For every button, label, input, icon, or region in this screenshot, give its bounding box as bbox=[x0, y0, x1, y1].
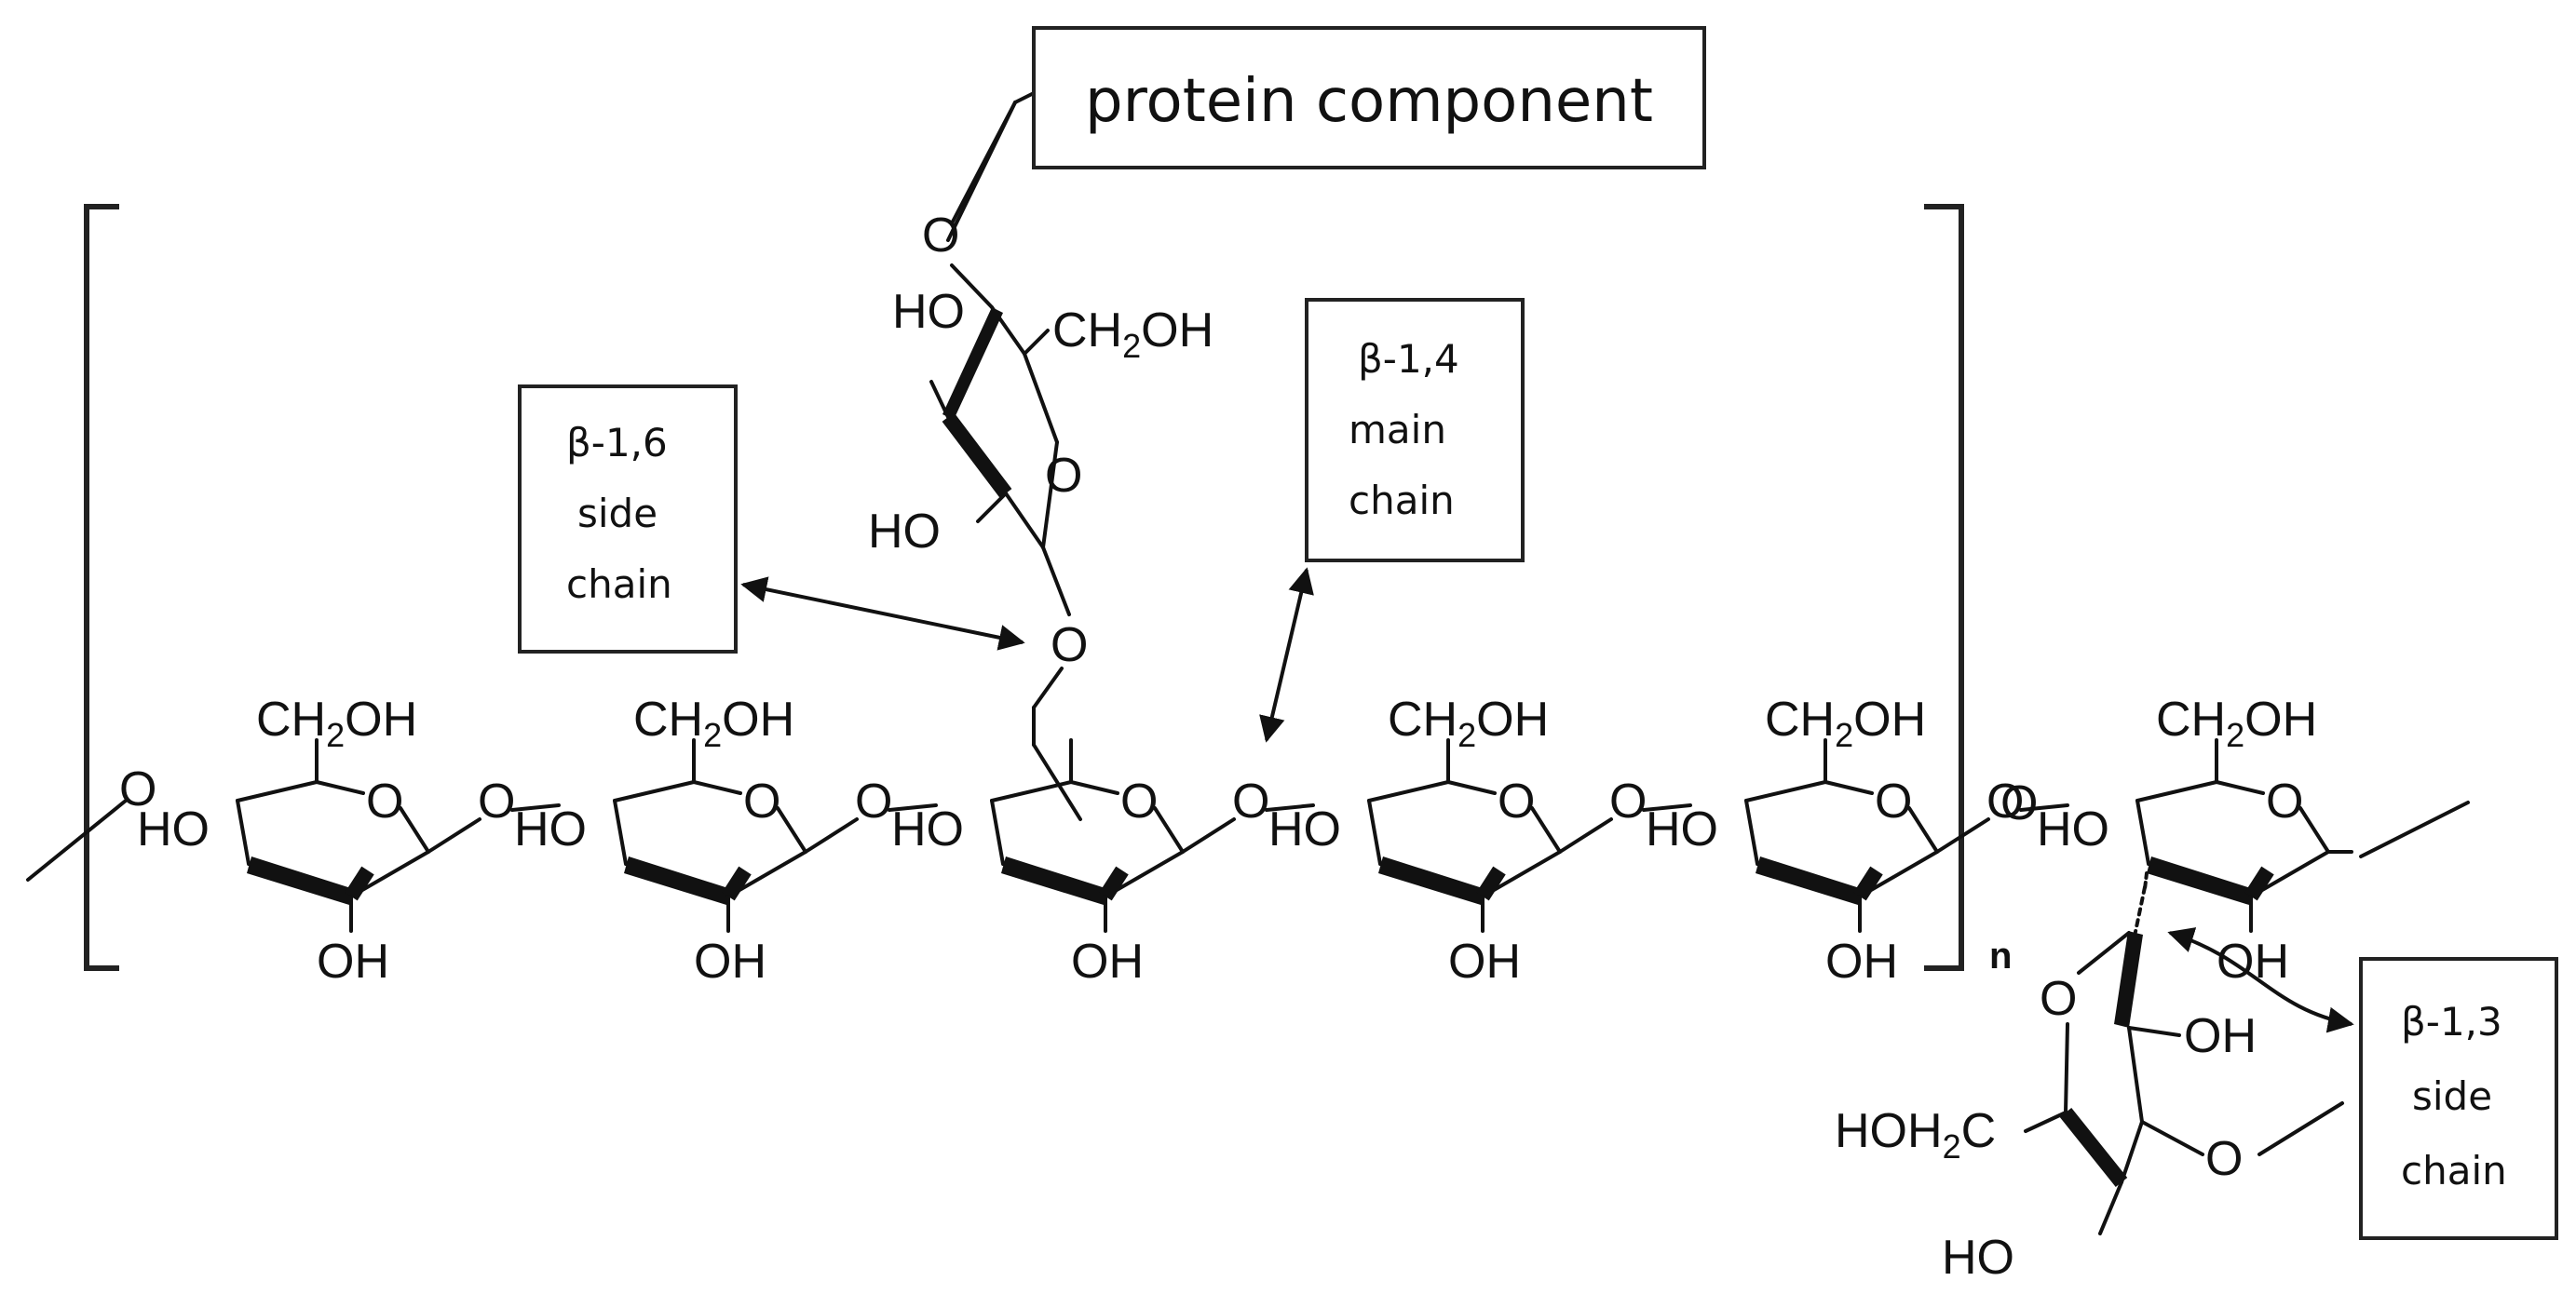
svg-text:protein component: protein component bbox=[1085, 67, 1653, 136]
ch2oh-label: CH2OH bbox=[1388, 693, 1549, 754]
ho-label: HO bbox=[137, 802, 210, 856]
ho-label: HO bbox=[1268, 802, 1341, 856]
svg-text:β-1,4: β-1,4 bbox=[1358, 336, 1459, 382]
beta-1-3-side-glucose: O OH HOH2C O HO bbox=[1835, 885, 2344, 1285]
oh-label: OH bbox=[694, 935, 766, 989]
svg-text:chain: chain bbox=[2401, 1148, 2507, 1193]
svg-text:chain: chain bbox=[1349, 478, 1455, 523]
svg-text:side: side bbox=[577, 491, 658, 536]
svg-text:O: O bbox=[1051, 618, 1088, 672]
branch-link-oxygen: O bbox=[2000, 776, 2038, 830]
chain-end-bond bbox=[2359, 801, 2470, 858]
svg-text:side: side bbox=[2412, 1073, 2492, 1119]
ch2oh-label: CH2OH bbox=[2156, 693, 2317, 754]
oh-label: OH bbox=[2217, 935, 2289, 989]
svg-text:main: main bbox=[1349, 407, 1446, 452]
svg-text:OH: OH bbox=[2184, 1009, 2257, 1063]
ring-oxygen: O bbox=[1498, 775, 1535, 829]
ch2oh-label: CH2OH bbox=[1765, 693, 1926, 754]
beta-1-4-arrow bbox=[1259, 567, 1314, 743]
ho-label: HO bbox=[891, 802, 964, 856]
glycosidic-oxygen: O bbox=[478, 775, 515, 829]
svg-text:CH2OH: CH2OH bbox=[1052, 303, 1213, 365]
left-bracket bbox=[84, 204, 119, 971]
svg-text:chain: chain bbox=[566, 561, 672, 607]
ring-oxygen: O bbox=[1875, 775, 1912, 829]
beta-1-3-side-chain-box: β-1,3 side chain bbox=[2359, 957, 2558, 1240]
protein-link-bond bbox=[950, 101, 1017, 225]
ring-oxygen: O bbox=[1120, 775, 1158, 829]
svg-text:O: O bbox=[1045, 449, 1082, 503]
glycosidic-oxygen: O bbox=[1609, 775, 1647, 829]
right-bracket bbox=[1924, 204, 1964, 971]
svg-text:HO: HO bbox=[868, 505, 941, 559]
ho-label: HO bbox=[514, 802, 587, 856]
ch2oh-label: CH2OH bbox=[256, 693, 417, 754]
glycosidic-oxygen: O bbox=[855, 775, 892, 829]
repeat-index-n: n bbox=[1989, 936, 2012, 977]
ho-label: HO bbox=[1646, 802, 1718, 856]
beta-1-6-side-glucose: O HO CH2OH O HO O bbox=[868, 91, 1213, 821]
ho-label: HO bbox=[2037, 802, 2109, 856]
ch2oh-label: CH2OH bbox=[633, 693, 794, 754]
beta-1-6-side-chain-box: β-1,6 side chain bbox=[518, 384, 738, 654]
oh-label: OH bbox=[1448, 935, 1521, 989]
svg-text:O: O bbox=[2040, 972, 2077, 1026]
svg-text:β-1,3: β-1,3 bbox=[2401, 999, 2502, 1045]
svg-text:O: O bbox=[2205, 1132, 2243, 1186]
ring-oxygen: O bbox=[743, 775, 780, 829]
main-chain-glucose-6: CH2OH O HO OH bbox=[2037, 693, 2353, 989]
oh-label: OH bbox=[317, 935, 389, 989]
protein-component-box: protein component bbox=[1032, 26, 1706, 169]
beta-1-4-main-chain-box: β-1,4 main chain bbox=[1305, 298, 1525, 562]
beta-1-6-arrow bbox=[740, 576, 1025, 651]
svg-text:β-1,6: β-1,6 bbox=[566, 420, 668, 465]
beta-1-3-arrow bbox=[2167, 927, 2354, 1033]
oh-label: OH bbox=[1071, 935, 1144, 989]
svg-text:HO: HO bbox=[892, 285, 965, 339]
ring-oxygen: O bbox=[366, 775, 403, 829]
svg-text:HOH2C: HOH2C bbox=[1835, 1104, 1996, 1166]
glycosidic-oxygen: O bbox=[1232, 775, 1269, 829]
glycosidic-oxygen: O bbox=[1986, 775, 2024, 829]
svg-text:HO: HO bbox=[1942, 1231, 2014, 1285]
oh-label: OH bbox=[1825, 935, 1898, 989]
ring-oxygen: O bbox=[2266, 775, 2303, 829]
terminal-oxygen: O bbox=[119, 762, 156, 816]
chain-start-bond bbox=[26, 799, 128, 882]
